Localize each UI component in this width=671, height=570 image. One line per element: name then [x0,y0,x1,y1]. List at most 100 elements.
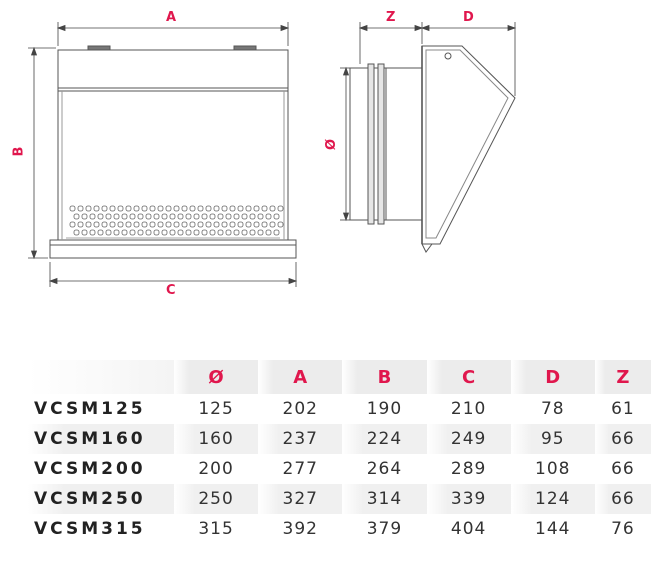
louvre-slot [253,221,260,228]
cell-model: VCSM315 [34,519,146,539]
louvre-slot [173,205,180,212]
louvre-slot [97,213,104,220]
louvre-slot [225,229,232,236]
louvre-slot [105,229,112,236]
louvre-slot [165,221,172,228]
louvre-slot [245,221,252,228]
louvre-slot [225,213,232,220]
louvre-slot [261,221,268,228]
louvre-slot [229,205,236,212]
louvre-slot [181,205,188,212]
louvre-slot [193,229,200,236]
louvre-slot [189,205,196,212]
louvre-slot [125,221,132,228]
louvre-slot [233,229,240,236]
table-row: VCSM200 200 277 264 289 108 66 [28,454,651,484]
louvre-slot [241,213,248,220]
louvre-slot [89,213,96,220]
louvre-slot [129,213,136,220]
louvre-slot [69,205,76,212]
louvre-slot [213,221,220,228]
cell-d: 78 [540,399,565,419]
louvre-slot [109,205,116,212]
louvre-slot [257,229,264,236]
cell-z: 66 [594,484,651,514]
louvre-slot [109,221,116,228]
cell-c: 339 [426,484,511,514]
louvre-slot [141,221,148,228]
louvre-slot [221,205,228,212]
louvre-slot [241,229,248,236]
cell-diameter: 315 [198,519,234,539]
louvre-slot [141,205,148,212]
louvre-slot [229,221,236,228]
table-row: VCSM250 250 327 314 339 124 66 [28,484,651,514]
louvre-slot [209,213,216,220]
louvre-slot [169,229,176,236]
side-view [349,45,516,253]
louvre-slot [185,213,192,220]
louvre-slot [129,229,136,236]
louvre-slot [133,221,140,228]
cell-c: 289 [450,459,487,479]
louvre-slot [149,221,156,228]
louvre-slot [149,205,156,212]
cell-d: 144 [535,519,571,539]
louvre-slot [117,205,124,212]
louvre-slot [121,213,128,220]
cell-model: VCSM250 [28,484,174,514]
header-a: A [258,360,343,394]
table-row: VCSM315 315 392 379 404 144 76 [28,514,651,544]
cell-b: 264 [366,459,403,479]
front-view-body [57,49,289,241]
louvre-slot [113,213,120,220]
cell-a: 392 [282,519,318,539]
dimension-label-a: A [166,10,177,25]
louvre-slot [77,221,84,228]
louvre-slot [161,213,168,220]
cell-d: 108 [535,459,571,479]
louvre-slot [197,205,204,212]
louvre-slot [177,229,184,236]
louvre-slot [105,213,112,220]
louvre-grille [66,205,284,239]
louvre-slot [153,213,160,220]
front-view-lid [57,49,289,89]
louvre-slot [181,221,188,228]
louvre-slot [145,229,152,236]
louvre-slot [217,229,224,236]
louvre-slot [81,213,88,220]
louvre-slot [81,229,88,236]
cell-d: 95 [510,424,595,454]
cell-c: 404 [450,519,487,539]
louvre-slot [261,205,268,212]
louvre-slot [161,229,168,236]
cell-diameter: 125 [198,399,234,419]
cell-a: 202 [282,399,318,419]
louvre-slot [117,221,124,228]
cell-z: 76 [611,519,635,539]
louvre-slot [173,221,180,228]
cell-b: 314 [342,484,427,514]
louvre-slot [93,221,100,228]
header-d: D [510,360,595,394]
louvre-slot [245,205,252,212]
table-row: VCSM125 125 202 190 210 78 61 [28,394,651,424]
table-row: VCSM160 160 237 224 249 95 66 [28,424,651,454]
louvre-slot [193,213,200,220]
cell-z: 66 [594,424,651,454]
louvre-slot [145,213,152,220]
louvre-slot [253,205,260,212]
cell-model: VCSM160 [28,424,174,454]
louvre-slot [93,205,100,212]
cell-b: 190 [366,399,403,419]
louvre-slot [77,205,84,212]
louvre-slot [277,221,284,228]
dimension-label-d: D [463,10,474,25]
table-header-row: Ø A B C D Z [28,360,651,394]
louvre-slot [197,221,204,228]
header-b: B [342,360,427,394]
louvre-slot [165,205,172,212]
louvre-slot [101,221,108,228]
louvre-slot [217,213,224,220]
